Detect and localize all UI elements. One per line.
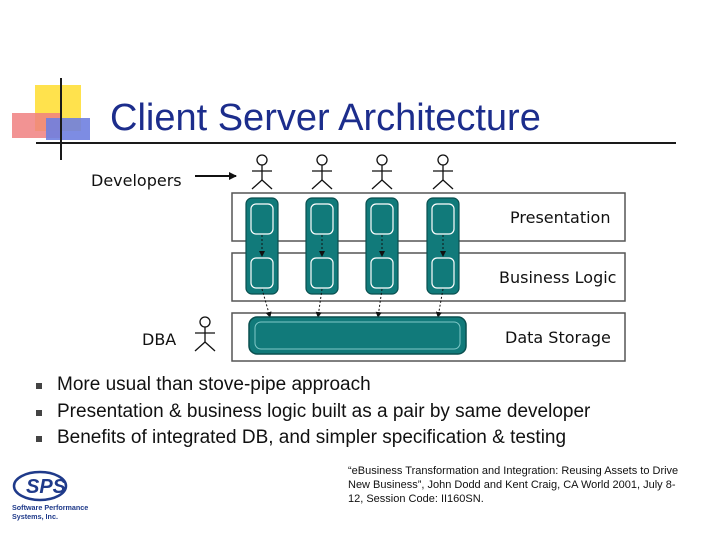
presentation-module — [310, 203, 334, 235]
logic-to-storage-arrow — [375, 288, 383, 318]
architecture-diagram: Developers Presentation Business Logic D… — [91, 154, 626, 362]
developer-figure — [432, 154, 454, 190]
business-logic-module — [370, 257, 394, 289]
presentation-label: Presentation — [510, 208, 610, 227]
title-underline — [36, 142, 676, 144]
bullet-marker — [36, 409, 42, 416]
decorative-blue-bar — [46, 118, 90, 140]
bullet-marker — [36, 436, 42, 442]
bullet-text: Presentation & business logic built as a… — [57, 400, 591, 422]
sps-logo: SPS Software Performance Systems, Inc. — [12, 470, 88, 521]
presentation-module — [370, 203, 394, 235]
presentation-module — [250, 203, 274, 235]
logo-line1: Software Performance — [12, 503, 88, 512]
developers-label: Developers — [91, 171, 182, 190]
developer-column — [305, 197, 339, 295]
bullet-text: Benefits of integrated DB, and simpler s… — [57, 427, 567, 448]
logo-line2: Systems, Inc. — [12, 512, 58, 521]
business-logic-label: Business Logic — [499, 268, 616, 287]
slide-title: Client Server Architecture — [110, 97, 541, 139]
developer-column — [245, 197, 279, 295]
logo-abbr: SPS — [26, 476, 67, 498]
data-storage-label: Data Storage — [505, 328, 611, 347]
dba-label: DBA — [142, 330, 176, 349]
business-logic-module — [310, 257, 334, 289]
logic-to-storage-arrow — [315, 288, 323, 318]
dba-figure — [194, 316, 216, 352]
business-logic-module — [431, 257, 455, 289]
data-storage-bar — [248, 316, 467, 355]
logic-to-storage-arrow — [435, 288, 444, 318]
business-logic-module — [250, 257, 274, 289]
developer-figure — [251, 154, 273, 190]
developer-figure — [371, 154, 393, 190]
citation: “eBusiness Transformation and Integratio… — [348, 465, 679, 505]
bullet-text: More usual than stove-pipe approach — [57, 374, 371, 395]
developer-column — [426, 197, 460, 295]
bullet-marker — [36, 383, 42, 389]
developer-column — [365, 197, 399, 295]
presentation-module — [431, 203, 455, 235]
developer-figure — [311, 154, 333, 190]
data-storage-bar-inner — [254, 321, 461, 350]
logic-to-storage-arrow — [261, 288, 272, 318]
decorative-vertical-rule — [60, 78, 62, 160]
